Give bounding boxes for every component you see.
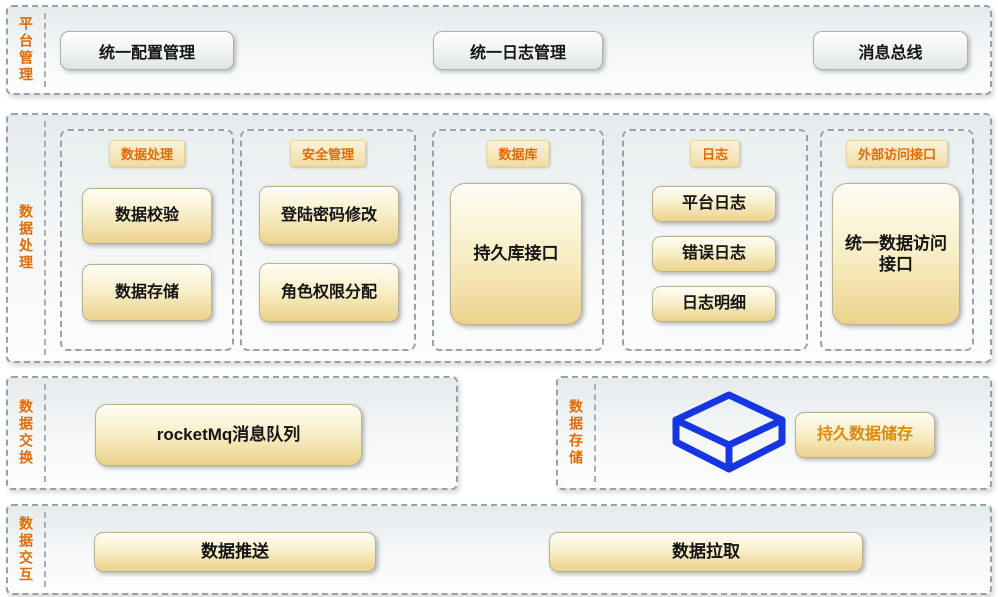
node-rocketmq-queue: rocketMq消息队列 (95, 404, 362, 466)
group-title-external-access: 外部访问接口 (845, 140, 949, 167)
node-error-log: 错误日志 (652, 236, 776, 272)
band-separator (44, 512, 46, 587)
data-exchange-band: 数据交换 rocketMq消息队列 (6, 376, 458, 490)
group-data-processing: 数据处理 数据校验 数据存储 (60, 129, 234, 351)
data-interaction-band-label: 数据交互 (18, 515, 34, 584)
data-processing-band: 数据处理 数据处理 数据校验 数据存储 安全管理 登陆密码修改 角色权限分配 数… (6, 113, 992, 363)
node-data-storage: 数据存储 (82, 264, 212, 321)
node-data-validation: 数据校验 (82, 188, 212, 244)
band-separator (44, 13, 46, 87)
group-title-data-processing: 数据处理 (108, 140, 186, 167)
node-platform-log: 平台日志 (652, 186, 776, 222)
node-persistent-db-interface: 持久库接口 (450, 183, 582, 325)
storage-cube-icon (672, 391, 786, 473)
group-log: 日志 平台日志 错误日志 日志明细 (622, 129, 808, 351)
node-message-bus: 消息总线 (813, 31, 968, 70)
node-data-pull: 数据拉取 (549, 532, 863, 572)
group-title-security-management: 安全管理 (289, 140, 367, 167)
group-title-database: 数据库 (486, 140, 550, 167)
data-storage-band: 数据存储 持久数据储存 (556, 376, 992, 490)
data-exchange-band-label: 数据交换 (18, 399, 34, 467)
data-interaction-band: 数据交互 数据推送 数据拉取 (6, 504, 992, 595)
data-storage-band-label: 数据存储 (568, 399, 584, 467)
platform-band-label: 平台管理 (18, 16, 34, 84)
node-log-detail: 日志明细 (652, 286, 776, 322)
platform-band: 平台管理 统一配置管理 统一日志管理 消息总线 (6, 5, 992, 95)
node-unified-config-management: 统一配置管理 (60, 31, 234, 70)
node-unified-data-access-interface: 统一数据访问接口 (832, 183, 960, 325)
group-database: 数据库 持久库接口 (432, 129, 604, 351)
node-data-push: 数据推送 (94, 532, 376, 572)
node-login-password-change: 登陆密码修改 (259, 186, 399, 245)
node-role-permission-assignment: 角色权限分配 (259, 263, 399, 322)
data-processing-band-label: 数据处理 (18, 204, 34, 272)
group-security-management: 安全管理 登陆密码修改 角色权限分配 (240, 129, 416, 351)
group-external-access: 外部访问接口 统一数据访问接口 (820, 129, 974, 351)
node-unified-log-management: 统一日志管理 (433, 31, 603, 70)
band-separator (44, 121, 46, 355)
group-title-log: 日志 (689, 140, 741, 167)
node-persistent-data-storage: 持久数据储存 (795, 412, 935, 458)
band-separator (44, 384, 46, 482)
band-separator (594, 384, 596, 482)
